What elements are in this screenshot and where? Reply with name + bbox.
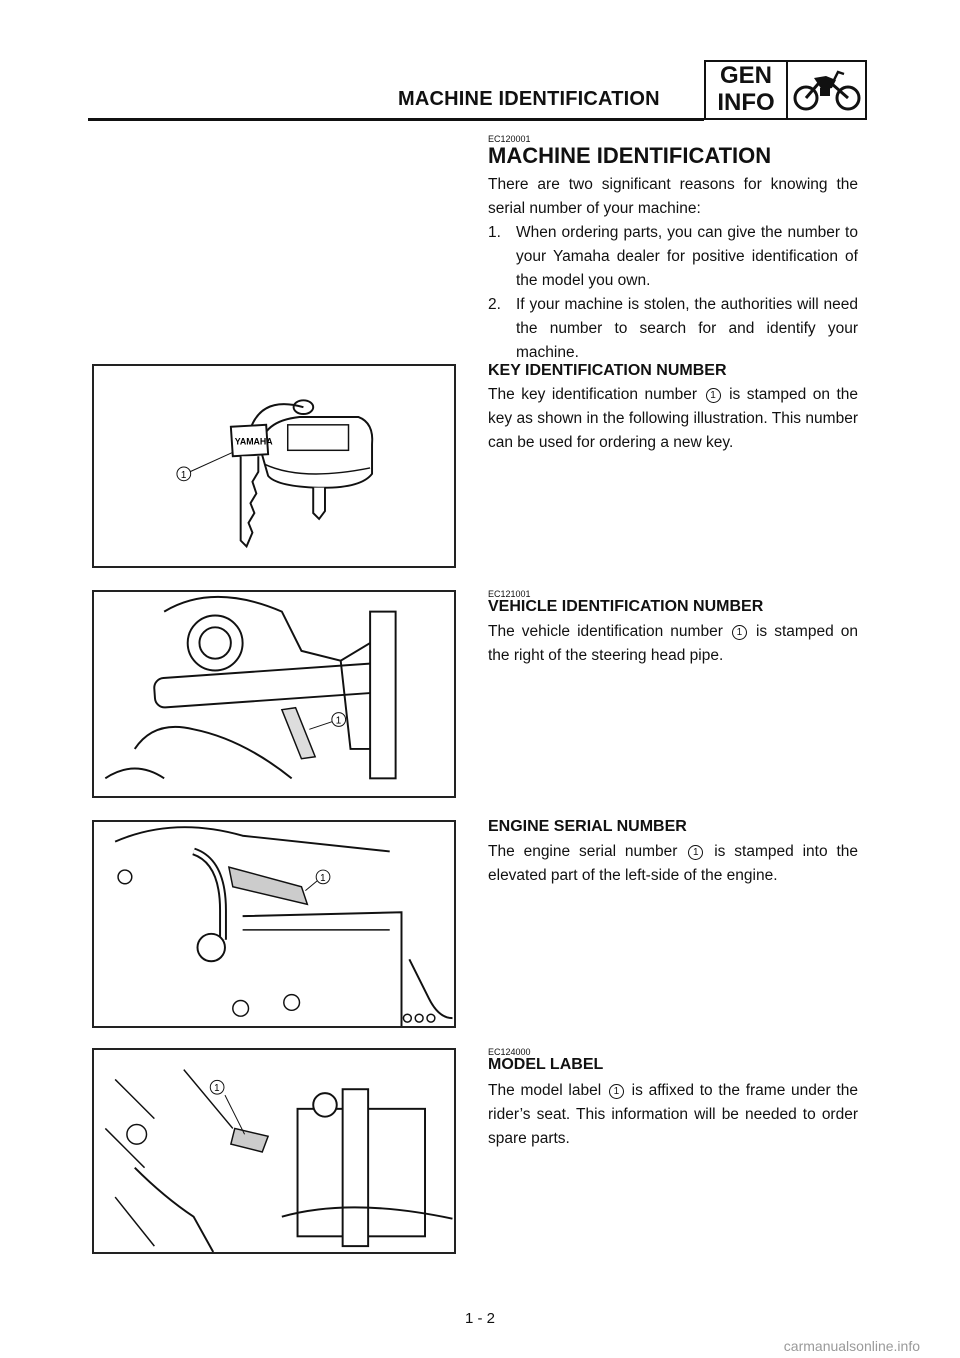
key-text-after: is stamped on the key as shown in the fo… <box>488 386 858 451</box>
badge-line-2: INFO <box>717 89 775 116</box>
badge-divider <box>786 60 788 120</box>
steering-head-illustration: 1 <box>92 590 456 798</box>
section-heading: MACHINE IDENTIFICATION <box>488 143 772 168</box>
list-item-number: 2. <box>488 296 501 313</box>
svg-text:1: 1 <box>181 470 186 481</box>
callout-marker: 1 <box>608 1084 624 1099</box>
svg-text:1: 1 <box>336 715 341 726</box>
callout-marker: 1 <box>731 625 747 640</box>
engine-paragraph: The engine serial number 1 is stamped in… <box>488 840 858 888</box>
engine-heading: ENGINE SERIAL NUMBER <box>488 818 687 835</box>
svg-text:1: 1 <box>320 873 325 884</box>
list-item: 2. If your machine is stolen, the author… <box>488 293 858 365</box>
engine-text-before: The engine serial number <box>488 843 678 860</box>
model-heading: MODEL LABEL <box>488 1056 604 1073</box>
key-text-before: The key identification number <box>488 386 698 403</box>
motorcycle-icon <box>792 66 862 114</box>
svg-text:1: 1 <box>214 1083 219 1094</box>
list-item: 1. When ordering parts, you can give the… <box>488 221 858 293</box>
gen-info-label: GEN INFO <box>706 62 786 116</box>
engine-illustration: 1 <box>92 820 456 1028</box>
list-item-number: 1. <box>488 224 501 241</box>
model-label-illustration: 1 <box>92 1048 456 1254</box>
intro-paragraph: There are two significant reasons for kn… <box>488 176 858 217</box>
model-paragraph: The model label 1 is affixed to the fram… <box>488 1079 858 1151</box>
vehicle-text-before: The vehicle identification number <box>488 623 723 640</box>
engine-text-after: is stamped into the elevated part of the… <box>488 843 858 884</box>
vehicle-text-after: is stamped on the right of the steering … <box>488 623 858 664</box>
key-paragraph: The key identification number 1 is stamp… <box>488 383 858 455</box>
list-item-text: If your machine is stolen, the authoriti… <box>516 296 858 361</box>
callout-marker: 1 <box>688 845 704 860</box>
key-brand-label: YAMAHA <box>235 436 274 446</box>
running-header-title: MACHINE IDENTIFICATION <box>398 88 660 110</box>
key-illustration: YAMAHA 1 <box>92 364 456 568</box>
badge-line-1: GEN <box>719 62 772 89</box>
header-rule <box>88 118 704 121</box>
section-code: EC124000 <box>488 1047 531 1057</box>
list-item-text: When ordering parts, you can give the nu… <box>516 224 858 289</box>
callout-marker: 1 <box>705 388 721 403</box>
watermark: carmanualsonline.info <box>783 1338 920 1354</box>
vehicle-heading: VEHICLE IDENTIFICATION NUMBER <box>488 598 764 615</box>
model-text-before: The model label <box>488 1082 602 1099</box>
page-number: 1 - 2 <box>464 1310 495 1327</box>
section-code: EC121001 <box>488 589 531 599</box>
section-code: EC120001 <box>488 134 531 144</box>
vehicle-paragraph: The vehicle identification number 1 is s… <box>488 620 858 668</box>
key-heading: KEY IDENTIFICATION NUMBER <box>488 362 727 379</box>
model-text-after: is affixed to the frame under the rider’… <box>488 1082 858 1147</box>
section-badge <box>704 60 867 120</box>
